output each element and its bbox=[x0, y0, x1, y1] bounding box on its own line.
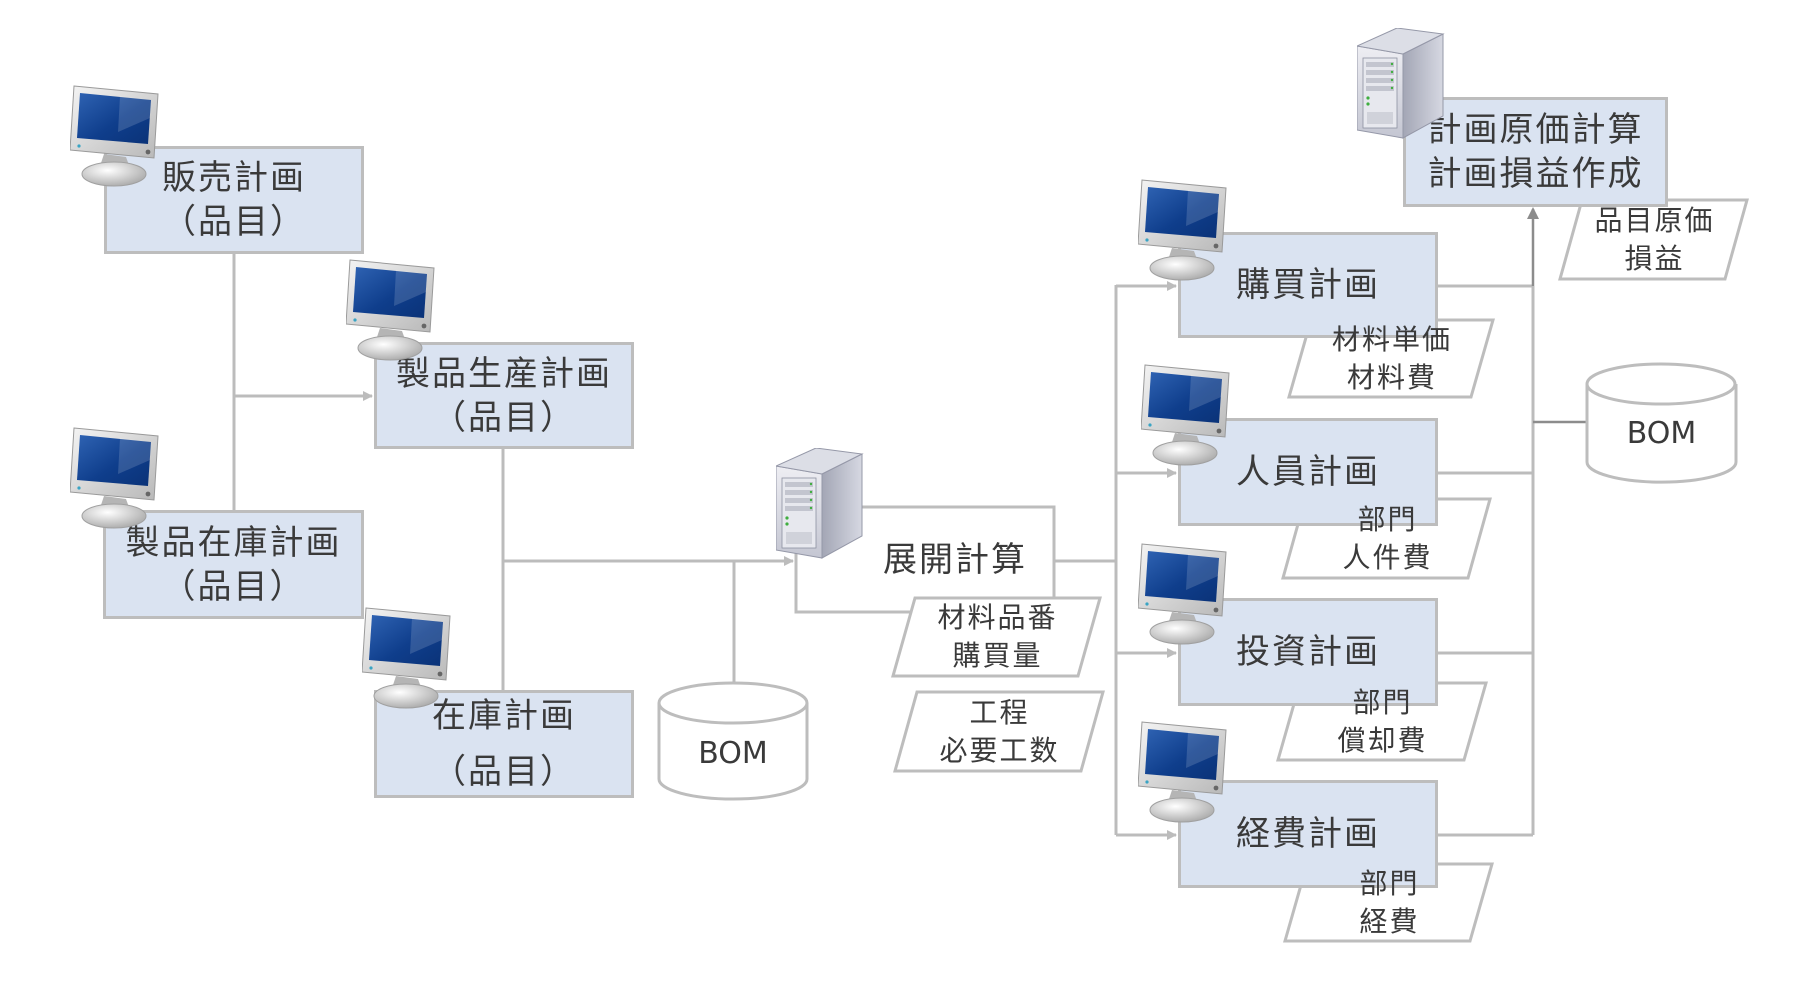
connectors bbox=[232, 253, 1535, 840]
database-bom-right: BOM bbox=[1626, 416, 1697, 451]
process-label: 投資計画 bbox=[1236, 632, 1380, 672]
process-sublabel: （品目） bbox=[161, 566, 306, 607]
monitor-icon bbox=[1138, 179, 1227, 281]
data-label: 人件費 bbox=[1342, 540, 1433, 574]
data-process-hours-shape bbox=[893, 690, 1105, 773]
data-label: 償却費 bbox=[1337, 723, 1428, 757]
data-label: 品目原価 bbox=[1594, 203, 1715, 237]
data-process-hours: 工程 必要工数 bbox=[907, 692, 1092, 771]
database-icon bbox=[657, 681, 809, 801]
data-expenses: 部門 経費 bbox=[1297, 864, 1482, 941]
data-label: 部門 bbox=[1357, 502, 1418, 536]
data-item-cost-shape bbox=[1558, 198, 1749, 281]
process-sublabel: （品目） bbox=[432, 752, 576, 792]
process-explosion-calc: 展開計算 bbox=[796, 507, 1054, 612]
process-sublabel: 計画損益作成 bbox=[1427, 154, 1644, 194]
data-material-number-shape bbox=[891, 596, 1102, 678]
process-label: 展開計算 bbox=[883, 539, 1027, 580]
process-sublabel: （品目） bbox=[162, 202, 306, 242]
monitor-icon bbox=[1138, 543, 1227, 645]
process-product-inventory-plan[interactable]: 製品在庫計画 （品目） bbox=[103, 510, 364, 619]
process-label: 製品生産計画 bbox=[396, 353, 612, 394]
monitor-icon bbox=[70, 85, 159, 187]
server-icon bbox=[1357, 28, 1444, 139]
database-bom-left: BOM bbox=[698, 736, 768, 771]
data-label: 購買量 bbox=[952, 639, 1043, 672]
process-expense-plan[interactable]: 経費計画 bbox=[1178, 780, 1438, 888]
process-label: 製品在庫計画 bbox=[125, 522, 342, 563]
data-label: 材料単価 bbox=[1331, 322, 1452, 356]
process-label: 在庫計画 bbox=[432, 696, 576, 736]
monitor-icon bbox=[1138, 721, 1227, 823]
data-label: 部門 bbox=[1359, 866, 1420, 900]
process-label: 販売計画 bbox=[162, 158, 306, 198]
process-label: 購買計画 bbox=[1236, 265, 1380, 305]
monitor-icon bbox=[70, 427, 159, 529]
process-label: 経費計画 bbox=[1236, 814, 1380, 854]
process-investment-plan[interactable]: 投資計画 bbox=[1178, 598, 1438, 706]
data-staff-cost: 部門 人件費 bbox=[1295, 499, 1480, 578]
data-depreciation: 部門 償却費 bbox=[1290, 683, 1475, 760]
data-label: 必要工数 bbox=[939, 733, 1060, 767]
process-sales-plan[interactable]: 販売計画 （品目） bbox=[104, 146, 364, 254]
data-label: 材料費 bbox=[1346, 360, 1437, 394]
process-inventory-plan[interactable]: 在庫計画 （品目） bbox=[374, 690, 634, 798]
process-plan-cost-calc[interactable]: 計画原価計算 計画損益作成 bbox=[1403, 97, 1668, 207]
monitor-icon bbox=[362, 607, 451, 709]
data-material-number: 材料品番 購買量 bbox=[905, 598, 1090, 676]
data-item-cost: 品目原価 損益 bbox=[1572, 200, 1737, 279]
data-label: 部門 bbox=[1352, 685, 1413, 719]
data-material-price: 材料単価 材料費 bbox=[1301, 320, 1483, 397]
data-label: 工程 bbox=[969, 695, 1030, 729]
process-label: 計画原価計算 bbox=[1427, 110, 1644, 150]
process-sublabel: （品目） bbox=[432, 397, 576, 438]
monitor-icon bbox=[1141, 364, 1230, 466]
process-production-plan[interactable]: 製品生産計画 （品目） bbox=[374, 342, 634, 449]
data-label: 経費 bbox=[1359, 904, 1420, 938]
server-icon bbox=[776, 448, 863, 559]
data-label: 材料品番 bbox=[937, 601, 1058, 634]
monitor-icon bbox=[346, 259, 435, 361]
database-icon bbox=[1585, 362, 1738, 484]
data-label: 損益 bbox=[1624, 241, 1685, 275]
process-label: 人員計画 bbox=[1236, 452, 1380, 492]
